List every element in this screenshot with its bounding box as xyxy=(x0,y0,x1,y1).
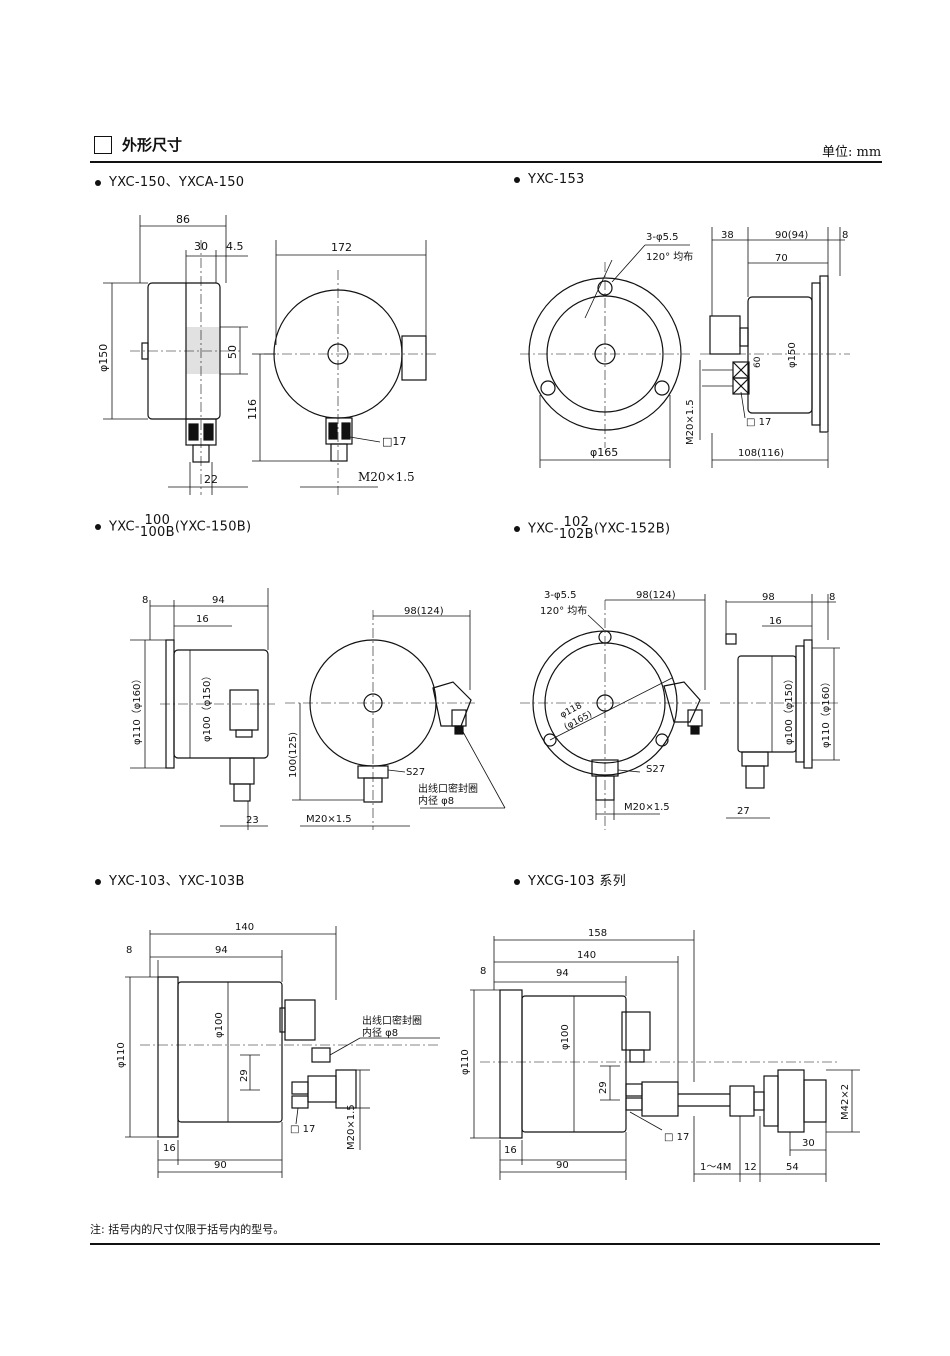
section-yxc150: YXC-150、YXCA-150 xyxy=(95,171,244,190)
header-rule xyxy=(90,161,882,163)
page-title: 外形尺寸 xyxy=(122,136,183,154)
dim-1-4m: 1～4M xyxy=(700,1162,731,1173)
dim-100-125: 100(125) xyxy=(288,732,299,778)
dim-sq17: □17 xyxy=(382,435,406,448)
dim-16-g103: 16 xyxy=(504,1145,517,1156)
dim-8-g103: 8 xyxy=(480,966,486,977)
dim-86: 86 xyxy=(176,213,190,226)
drawing-yxc153-side xyxy=(699,227,850,468)
drawing-yxc102-side xyxy=(720,594,840,819)
dim-30-g103: 30 xyxy=(802,1138,815,1149)
drawing-yxc100-side xyxy=(130,588,275,830)
drawing-yxc153-front xyxy=(520,244,690,468)
dim-116: 116 xyxy=(246,399,259,420)
dim-m20-102: M20×1.5 xyxy=(624,802,670,813)
footnote: 注: 括号内的尺寸仅限于括号内的型号。 xyxy=(90,1223,285,1236)
dim-98-124-102: 98(124) xyxy=(636,590,676,601)
dim-m20: M20×1.5 xyxy=(358,470,415,484)
drawing-yxc102-front xyxy=(520,594,710,830)
drawing-yxc150-side xyxy=(103,215,248,495)
section-yxc153: YXC-153 xyxy=(514,172,585,187)
dim-sq17-153: □ 17 xyxy=(746,417,771,428)
dim-50: 50 xyxy=(226,345,239,359)
dim-m42: M42×2 xyxy=(840,1084,851,1120)
dim-m20-153: M20×1.5 xyxy=(685,399,696,445)
drawing-yxc150-front xyxy=(252,240,436,495)
footer-rule xyxy=(90,1243,880,1245)
outlet-diameter-label-103: 内径 φ8 xyxy=(362,1026,398,1039)
dim-phi110-103: φ110 xyxy=(116,1042,127,1068)
dim-90-103: 90 xyxy=(214,1160,227,1171)
section-yxcg103: YXCG-103 系列 xyxy=(514,870,626,889)
dim-90-g103: 90 xyxy=(556,1160,569,1171)
drawing-yxc100-front xyxy=(285,610,506,830)
dim-60: 60 xyxy=(753,356,763,368)
dim-12: 12 xyxy=(744,1162,757,1173)
dim-22: 22 xyxy=(204,473,218,486)
dim-phi110-100: φ110（φ160） xyxy=(131,674,143,745)
dim-23: 23 xyxy=(246,815,259,826)
dim-sq17-103: □ 17 xyxy=(290,1124,315,1135)
dim-70: 70 xyxy=(775,253,788,264)
dim-90-94: 90(94) xyxy=(775,230,808,241)
dim-phi150-102: φ100（φ150） xyxy=(783,674,795,745)
dim-s27: S27 xyxy=(406,767,425,778)
dim-94-g103: 94 xyxy=(556,968,569,979)
drawing-yxcg103 xyxy=(470,930,860,1182)
dim-108: 108(116) xyxy=(738,448,784,459)
dim-m20-100: M20×1.5 xyxy=(306,814,352,825)
dim-phi150: φ150 xyxy=(97,344,110,372)
dim-98-124: 98(124) xyxy=(404,606,444,617)
dim-29-103: 29 xyxy=(239,1069,250,1082)
dim-phi110-g103: φ110 xyxy=(460,1049,471,1075)
dim-8-102: 8 xyxy=(829,592,835,603)
drawing-yxc103 xyxy=(125,926,440,1178)
dim-27: 27 xyxy=(737,806,750,817)
dim-30: 30 xyxy=(194,240,208,253)
dim-38: 38 xyxy=(721,230,734,241)
dim-94-100: 94 xyxy=(212,595,225,606)
dim-16-102: 16 xyxy=(769,616,782,627)
dim-phi100-100: φ100（φ150） xyxy=(201,671,213,742)
dim-sq17-g103: □ 17 xyxy=(664,1132,689,1143)
outlet-seal-label: 出线口密封圈 xyxy=(418,782,478,795)
dim-s27-102: S27 xyxy=(646,764,665,775)
dim-phi150-153: φ150 xyxy=(787,342,798,368)
dim-94-103: 94 xyxy=(215,945,228,956)
dim-phi160-102: φ110（φ160） xyxy=(820,677,832,748)
dim-8: 8 xyxy=(842,230,848,241)
dim-98-102side: 98 xyxy=(762,592,775,603)
dim-120-uniform: 120° 均布 xyxy=(646,251,693,263)
dim-4-5: 4.5 xyxy=(226,240,244,253)
section-yxc103: YXC-103、YXC-103B xyxy=(95,870,245,889)
dim-120-uniform-102: 120° 均布 xyxy=(540,605,587,617)
dim-8-100: 8 xyxy=(142,595,148,606)
dim-16-100: 16 xyxy=(196,614,209,625)
dim-29-g103: 29 xyxy=(598,1081,609,1094)
unit-label: 单位: mm xyxy=(822,145,882,160)
dim-3phi55: 3-φ5.5 xyxy=(646,232,678,243)
dim-3phi55-102: 3-φ5.5 xyxy=(544,590,576,601)
dim-phi100-103: φ100 xyxy=(214,1012,225,1038)
dim-phi100-g103: φ100 xyxy=(560,1024,571,1050)
outlet-diameter-label: 内径 φ8 xyxy=(418,794,454,807)
dim-158: 158 xyxy=(588,928,607,939)
dim-16-103: 16 xyxy=(163,1143,176,1154)
dim-54: 54 xyxy=(786,1162,799,1173)
dim-m20-103: M20×1.5 xyxy=(346,1104,357,1150)
header-checkbox xyxy=(94,136,112,154)
dim-8-103: 8 xyxy=(126,945,132,956)
dim-phi165: φ165 xyxy=(590,446,618,459)
dim-140-103: 140 xyxy=(235,922,254,933)
outlet-seal-label-103: 出线口密封圈 xyxy=(362,1014,422,1027)
dim-172: 172 xyxy=(331,241,352,254)
dim-140-g103: 140 xyxy=(577,950,596,961)
